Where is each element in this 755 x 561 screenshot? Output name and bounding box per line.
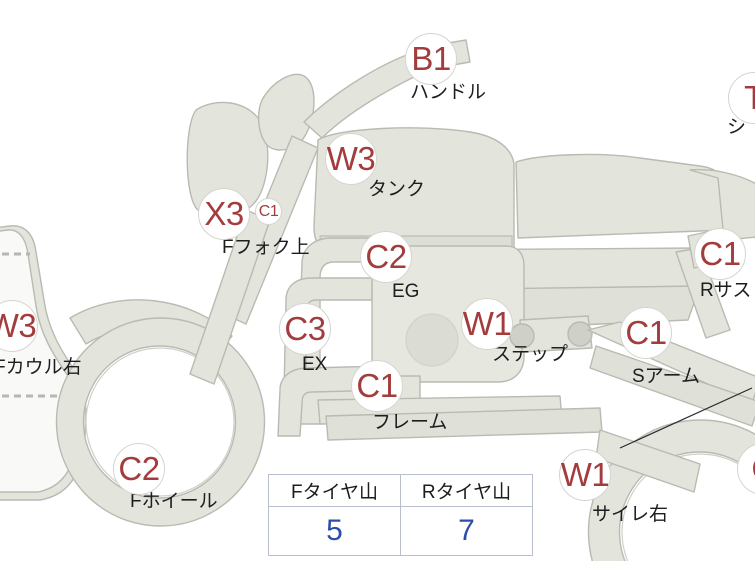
front-wheel-shape [55, 317, 266, 527]
part-label-seat: シ [727, 117, 747, 138]
part-label-step: ステップ [492, 344, 569, 365]
tail-cowl-shape [689, 168, 755, 241]
grade-badge-silencer-right[interactable]: W1 [559, 449, 611, 501]
part-label-exhaust: EX [302, 354, 328, 375]
part-label-front-wheel: Fホイール [130, 491, 218, 512]
part-label-engine: EG [392, 281, 420, 302]
tire-table-value-rear: 7 [400, 506, 533, 556]
grade-badge-swing-arm[interactable]: C1 [620, 307, 672, 359]
grade-badge-front-fork-small[interactable]: C1 [255, 198, 282, 225]
grade-badge-engine[interactable]: C2 [360, 231, 412, 283]
grade-badge-rear-suspension[interactable]: C1 [694, 228, 746, 280]
tire-table-header-rear: Rタイヤ山 [400, 474, 533, 507]
grade-badge-step[interactable]: W1 [461, 298, 513, 350]
engine-cover-circle [405, 313, 459, 367]
part-label-rear-suspension: Rサス [700, 280, 752, 301]
table-row: 5 7 [268, 506, 533, 556]
grade-badge-frame[interactable]: C1 [351, 360, 403, 412]
table-header-row: Fタイヤ山 Rタイヤ山 [268, 474, 533, 507]
part-label-front-fork-upper: Fフォク上 [222, 237, 310, 258]
silencer-leader-line [619, 387, 753, 449]
grade-badge-front-fork-upper[interactable]: X3 [198, 188, 250, 240]
meter-pod-shape [257, 73, 315, 151]
tire-table-value-front: 5 [268, 506, 401, 556]
step-peg-circle [567, 321, 593, 347]
grade-badge-front-cowl-right[interactable]: W3 [0, 300, 38, 352]
grade-badge-handlebar[interactable]: B1 [405, 33, 457, 85]
part-label-front-cowl-right: Fカウル右 [0, 357, 82, 378]
seat-shape [515, 153, 727, 239]
part-label-tank: タンク [368, 179, 426, 200]
rear-wheel-inner [621, 453, 755, 561]
grade-badge-front-wheel[interactable]: C2 [113, 443, 165, 495]
headlight-shape [186, 101, 269, 218]
part-label-frame: フレーム [372, 412, 448, 433]
grade-badge-tank[interactable]: W3 [325, 133, 377, 185]
part-label-swing-arm: Sアーム [632, 366, 700, 387]
tire-table-header-front: Fタイヤ山 [268, 474, 401, 507]
part-label-handlebar: ハンドル [410, 82, 487, 103]
tire-tread-table: Fタイヤ山 Rタイヤ山 5 7 [268, 474, 533, 556]
silencer-shape [595, 429, 701, 493]
grade-badge-exhaust[interactable]: C3 [279, 303, 331, 355]
part-label-silencer-right: サイレ右 [592, 504, 669, 525]
